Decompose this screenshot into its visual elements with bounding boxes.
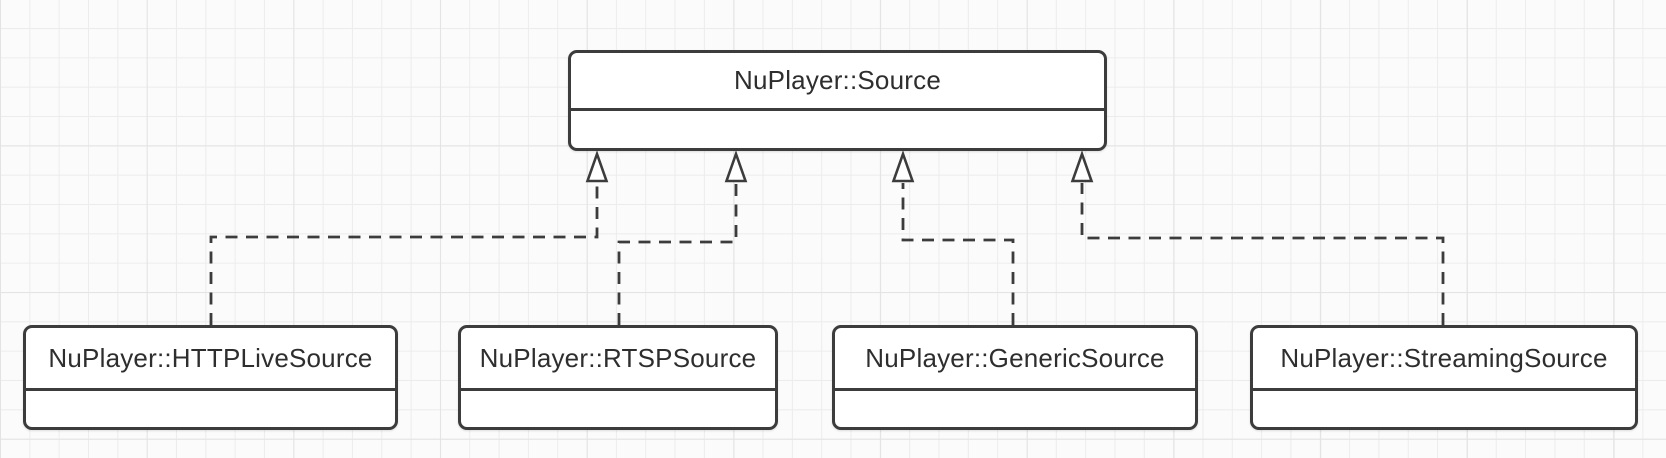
hollow-triangle-arrowhead <box>1070 150 1094 183</box>
class-box-nuplayer-source[interactable]: NuPlayer::Source <box>568 50 1107 151</box>
class-name: NuPlayer::RTSPSource <box>461 328 775 391</box>
class-box-nuplayer-genericsource[interactable]: NuPlayer::GenericSource <box>832 325 1198 430</box>
class-box-nuplayer-streamingsource[interactable]: NuPlayer::StreamingSource <box>1250 325 1638 430</box>
class-name: NuPlayer::StreamingSource <box>1253 328 1635 391</box>
class-box-nuplayer-rtspsource[interactable]: NuPlayer::RTSPSource <box>458 325 778 430</box>
realization-connector-httplive[interactable] <box>209 183 599 325</box>
hollow-triangle-arrowhead <box>724 150 748 183</box>
class-box-nuplayer-httplivesource[interactable]: NuPlayer::HTTPLiveSource <box>23 325 398 430</box>
class-name: NuPlayer::GenericSource <box>835 328 1195 391</box>
class-name: NuPlayer::Source <box>571 53 1104 111</box>
hollow-triangle-arrowhead <box>891 150 915 183</box>
hollow-triangle-arrowhead <box>585 150 609 183</box>
class-name: NuPlayer::HTTPLiveSource <box>26 328 395 391</box>
realization-connector-rtsp[interactable] <box>617 183 738 325</box>
realization-connector-streaming[interactable] <box>1080 183 1445 325</box>
realization-connector-generic[interactable] <box>901 183 1015 325</box>
